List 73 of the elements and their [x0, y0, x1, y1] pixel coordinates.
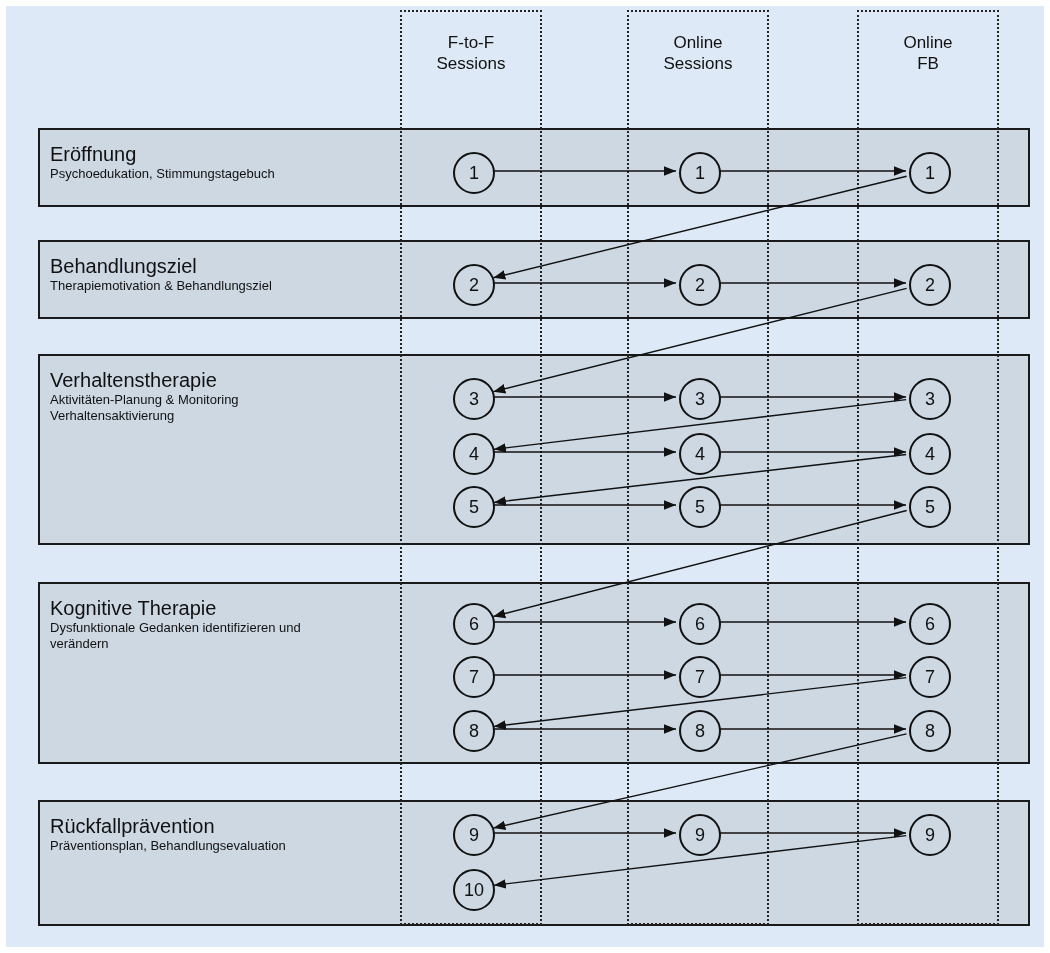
phase-description: Präventionsplan, Behandlungsevaluation: [50, 838, 287, 854]
session-circle: 5: [453, 486, 495, 528]
arrow: [492, 287, 908, 394]
phase-box: [38, 128, 1030, 207]
session-circle: 3: [679, 378, 721, 420]
session-circle: 1: [679, 152, 721, 194]
session-circle: 8: [453, 710, 495, 752]
arrow: [492, 733, 908, 831]
arrow: [493, 617, 677, 627]
session-circle: 2: [679, 264, 721, 306]
session-circle: 4: [679, 433, 721, 475]
phase-box: [38, 240, 1030, 319]
phase-description: Therapiemotivation & Behandlungsziel: [50, 278, 273, 294]
arrow: [493, 676, 907, 730]
session-circle: 9: [679, 814, 721, 856]
arrow: [492, 509, 908, 619]
phase-description: Dysfunktionale Gedanken identifizieren und verändern: [50, 620, 302, 652]
arrow: [493, 392, 677, 402]
phase-title: Kognitive Therapie: [50, 596, 217, 620]
phase-box: [38, 354, 1030, 545]
session-circle: 1: [453, 152, 495, 194]
arrow: [493, 670, 677, 680]
session-circle: 8: [679, 710, 721, 752]
session-circle: 9: [909, 814, 951, 856]
column-heading: Online FB: [902, 32, 954, 74]
phase-title: Rückfallprävention: [50, 814, 215, 838]
session-circle: 4: [453, 433, 495, 475]
arrow: [492, 175, 908, 280]
session-circle: 5: [679, 486, 721, 528]
arrow: [719, 828, 907, 838]
phase-description: Verhaltensaktivierung: [50, 408, 176, 424]
session-circle: 3: [909, 378, 951, 420]
arrow: [719, 166, 907, 176]
column-heading: F-to-F Sessions: [435, 32, 507, 74]
arrow: [493, 447, 677, 457]
arrow: [493, 828, 677, 838]
session-circle: 6: [909, 603, 951, 645]
session-circle: 7: [909, 656, 951, 698]
session-circle: 5: [909, 486, 951, 528]
session-circle: 3: [453, 378, 495, 420]
phase-box: [38, 582, 1030, 764]
session-circle: 2: [453, 264, 495, 306]
phase-title: Behandlungsziel: [50, 254, 197, 278]
arrow: [493, 500, 677, 510]
arrow: [719, 447, 907, 457]
phase-description: Psychoedukation, Stimmungstagebuch: [50, 166, 276, 182]
arrow: [719, 724, 907, 734]
arrow: [493, 278, 677, 288]
session-circle: 7: [679, 656, 721, 698]
phase-title: Verhaltenstherapie: [50, 368, 217, 392]
arrow: [719, 392, 907, 402]
session-circle: 7: [453, 656, 495, 698]
arrow: [719, 278, 907, 288]
arrow: [493, 453, 907, 506]
arrow: [493, 398, 907, 453]
arrow: [493, 724, 677, 734]
session-circle: 10: [453, 869, 495, 911]
session-circle: 9: [453, 814, 495, 856]
arrow: [493, 166, 677, 176]
session-circle: 8: [909, 710, 951, 752]
phase-description: Aktivitäten-Planung & Monitoring: [50, 392, 240, 408]
session-circle: 6: [453, 603, 495, 645]
session-circle: 1: [909, 152, 951, 194]
arrow: [719, 500, 907, 510]
arrow: [719, 617, 907, 627]
phase-box: [38, 800, 1030, 926]
arrow: [493, 834, 907, 889]
arrow: [719, 670, 907, 680]
session-circle: 2: [909, 264, 951, 306]
session-circle: 6: [679, 603, 721, 645]
column-heading: Online Sessions: [662, 32, 734, 74]
phase-title: Eröffnung: [50, 142, 137, 166]
session-circle: 4: [909, 433, 951, 475]
